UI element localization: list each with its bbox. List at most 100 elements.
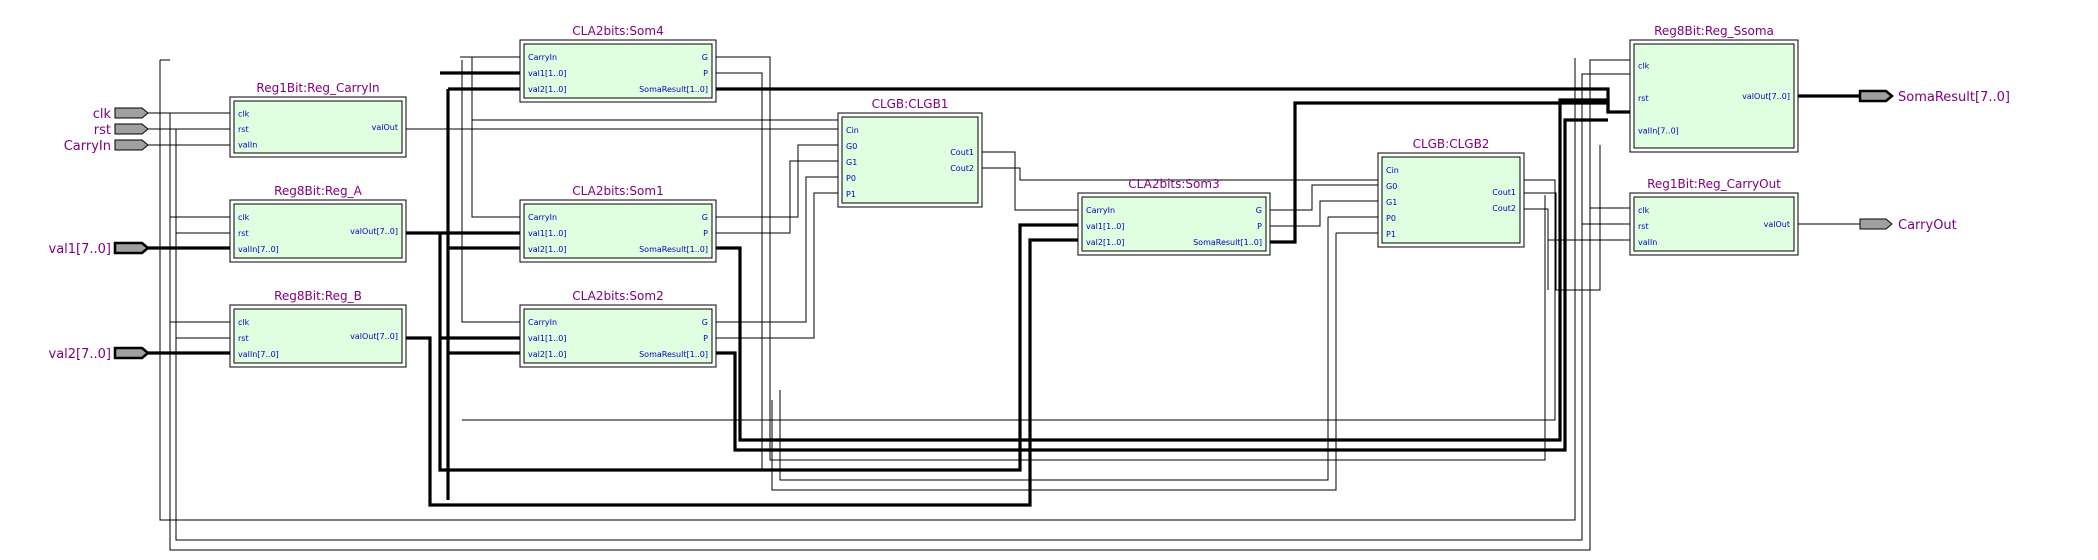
port-label: valIn: [238, 140, 257, 149]
port-label: CarryIn: [1086, 206, 1115, 215]
port-label: val1[1..0]: [528, 334, 566, 343]
wire-clk-net: [148, 59, 1630, 551]
port-label: valOut[7..0]: [350, 332, 398, 341]
block-som2: CLA2bits:Som2CarryInval1[1..0]val2[1..0]…: [519, 289, 717, 368]
port-label: G: [702, 53, 708, 62]
wires-layer: [148, 56, 1860, 551]
block-body: [523, 203, 713, 259]
port-label: Cout2: [1492, 204, 1516, 213]
block-title: Reg8Bit:Reg_A: [274, 184, 363, 198]
wire-clgb1-to-clgb2-G0: [779, 216, 1378, 481]
wire-som1-G: [716, 144, 838, 218]
port-label: rst: [1638, 222, 1649, 231]
pin-label: val1[7..0]: [49, 242, 112, 257]
pin-shape: [1858, 89, 1894, 103]
block-body: [233, 100, 403, 154]
port-label: val2[1..0]: [528, 245, 566, 254]
block-title: CLA2bits:Som1: [572, 184, 663, 198]
block-title: Reg1Bit:Reg_CarryIn: [256, 81, 379, 95]
port-label: P0: [1386, 214, 1396, 223]
port-label: valIn[7..0]: [1638, 127, 1679, 136]
blocks-layer: Reg1Bit:Reg_CarryInclkrstvalInvalOutReg8…: [229, 24, 1799, 368]
pin-shape: [114, 123, 149, 135]
port-label: val2[1..0]: [1086, 238, 1124, 247]
block-reg_ssoma: Reg8Bit:Reg_SsomaclkrstvalIn[7..0]valOut…: [1629, 24, 1799, 153]
pin-val2: val2[7..0]: [49, 346, 150, 362]
port-label: P: [703, 69, 708, 78]
block-body: [1633, 196, 1795, 252]
port-label: valIn[7..0]: [238, 350, 279, 359]
pin-shape: [114, 107, 149, 119]
port-label: valOut: [372, 123, 398, 132]
block-body: [1633, 43, 1795, 149]
pin-label: val2[7..0]: [49, 347, 112, 362]
wire-clk-lower: [159, 58, 1576, 521]
port-label: valOut[7..0]: [1742, 92, 1790, 101]
pins-layer: clkrstCarryInval1[7..0]val2[7..0]SomaRes…: [49, 89, 2010, 362]
port-label: val1[1..0]: [528, 69, 566, 78]
port-label: G: [702, 318, 708, 327]
port-label: P1: [1386, 230, 1396, 239]
bus-som2-result: [716, 118, 1608, 452]
block-body: [1381, 156, 1521, 244]
block-title: CLA2bits:Som4: [572, 24, 663, 38]
port-label: val2[1..0]: [528, 350, 566, 359]
bus-som4-result: [716, 87, 1630, 114]
pin-label: rst: [94, 123, 111, 138]
port-label: clk: [1638, 206, 1650, 215]
bus-som1-result: [716, 98, 1608, 442]
port-label: CarryIn: [528, 53, 557, 62]
port-label: P1: [846, 190, 856, 199]
wire-rst-net: [148, 73, 1630, 541]
port-label: G0: [1386, 182, 1397, 191]
block-reg_a: Reg8Bit:Reg_AclkrstvalIn[7..0]valOut[7..…: [229, 184, 407, 263]
port-label: G1: [846, 158, 857, 167]
port-label: Cout1: [1492, 188, 1516, 197]
port-label: valIn[7..0]: [238, 245, 279, 254]
pin-shape: [114, 139, 149, 151]
wire-som2-P: [716, 192, 838, 339]
wire-clgb1-cout1: [982, 151, 1078, 211]
port-label: rst: [1638, 94, 1649, 103]
pin-label: CarryIn: [64, 139, 111, 154]
port-label: P: [1257, 222, 1262, 231]
pin-somaresult: SomaResult[7..0]: [1858, 89, 2010, 105]
wire-clgb2-cout2: [1524, 208, 1630, 290]
block-body: [1081, 196, 1267, 252]
wire-som3-G: [1270, 184, 1378, 211]
port-label: val2[1..0]: [528, 85, 566, 94]
wire-clgb1-to-clgb2-P0: [771, 232, 1378, 491]
wire-som2-G: [716, 176, 838, 323]
block-body: [523, 43, 713, 99]
port-label: val1[1..0]: [528, 229, 566, 238]
pin-rst: rst: [94, 123, 149, 138]
port-label: val1[1..0]: [1086, 222, 1124, 231]
port-label: SomaResult[1..0]: [639, 350, 708, 359]
pin-label: SomaResult[7..0]: [1898, 90, 2010, 105]
pin-clk: clk: [93, 107, 149, 122]
port-label: G: [1256, 206, 1262, 215]
port-label: rst: [238, 125, 249, 134]
port-label: SomaResult[1..0]: [639, 85, 708, 94]
port-label: rst: [238, 334, 249, 343]
pin-label: clk: [93, 107, 112, 122]
pin-val1: val1[7..0]: [49, 241, 150, 257]
port-label: Cout1: [950, 148, 974, 157]
port-label: CarryIn: [528, 213, 557, 222]
block-title: CLA2bits:Som3: [1128, 177, 1219, 191]
port-label: Cout2: [950, 164, 974, 173]
bus-rega-out: [406, 71, 1078, 472]
port-label: G1: [1386, 198, 1397, 207]
wire-som4-G: [716, 56, 1546, 461]
block-body: [233, 308, 403, 364]
port-label: clk: [238, 318, 250, 327]
block-title: Reg8Bit:Reg_Ssoma: [1654, 24, 1774, 38]
